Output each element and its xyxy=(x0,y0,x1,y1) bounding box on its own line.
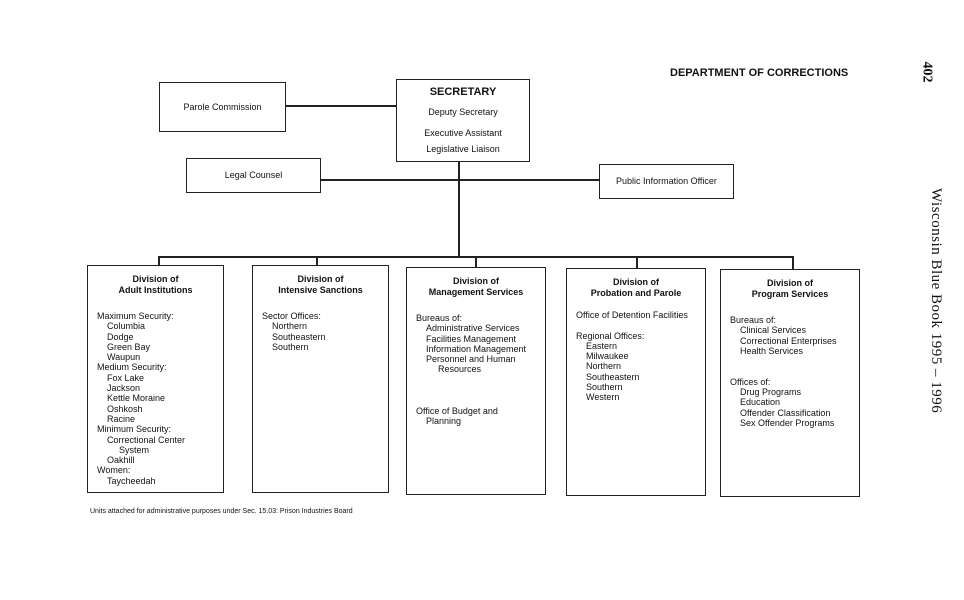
division-item: Taycheedah xyxy=(107,475,156,486)
division-item xyxy=(416,375,545,385)
division-item: Personnel and Human xyxy=(426,354,516,365)
division-item: Facilities Management xyxy=(426,333,517,344)
division-item: Waupun xyxy=(107,352,141,363)
division-item: Regional Offices: xyxy=(576,330,645,341)
legal-counsel-box: Legal Counsel xyxy=(186,158,321,193)
secretary-line: Executive Assistant xyxy=(424,127,502,138)
division-item: Correctional Center xyxy=(107,434,186,445)
division-title: Division of xyxy=(612,277,659,287)
division-title: Division of xyxy=(766,278,813,288)
division-item: Milwaukee xyxy=(586,351,629,362)
parole-connector xyxy=(285,105,397,107)
secretary-line: Deputy Secretary xyxy=(428,107,498,117)
division-adult-institutions: Division of Adult Institutions Maximum S… xyxy=(87,265,224,493)
division-title: Division of xyxy=(132,274,179,284)
division-item-list: Office of Detention Facilities Regional … xyxy=(576,310,705,403)
division-item: Kettle Moraine xyxy=(107,393,166,404)
division-item: Southern xyxy=(586,382,623,393)
drop-5 xyxy=(792,256,794,270)
secretary-title: SECRETARY xyxy=(429,86,497,98)
division-item: Sector Offices: xyxy=(262,311,321,321)
division-item: Oakhill xyxy=(107,455,135,466)
division-item: Southern xyxy=(272,341,309,352)
division-item: Southeastern xyxy=(586,371,640,382)
division-item: Correctional Enterprises xyxy=(740,335,837,346)
drop-1 xyxy=(158,256,160,266)
footnote: Units attached for administrative purpos… xyxy=(90,508,353,515)
division-item: Planning xyxy=(426,415,462,426)
division-item: Offices of: xyxy=(730,376,771,387)
division-item: Northern xyxy=(272,321,308,332)
division-item: Health Services xyxy=(740,345,804,356)
division-item: Dodge xyxy=(107,331,134,342)
division-title: Management Services xyxy=(428,287,524,297)
division-item: Office of Detention Facilities xyxy=(576,310,688,320)
division-item: Northern xyxy=(586,361,622,372)
division-item: Clinical Services xyxy=(740,325,807,336)
division-title: Probation and Parole xyxy=(590,288,682,298)
division-item: Columbia xyxy=(107,321,146,332)
division-item: Bureaus of: xyxy=(730,315,777,325)
parole-commission-label: Parole Commission xyxy=(183,101,262,112)
division-title: Adult Institutions xyxy=(118,285,193,295)
division-item: Fox Lake xyxy=(107,372,145,383)
division-item: Western xyxy=(586,392,620,403)
division-item: Sex Offender Programs xyxy=(740,417,835,428)
division-title: Division of xyxy=(297,274,344,284)
division-item: Medium Security: xyxy=(97,362,167,373)
division-item: System xyxy=(119,444,150,455)
division-title: Program Services xyxy=(751,289,829,299)
page-number: 402 xyxy=(919,61,935,83)
division-item: Southeastern xyxy=(272,331,326,342)
legal-counsel-label: Legal Counsel xyxy=(224,170,283,181)
staff-connector xyxy=(320,179,600,181)
secretary-trunk xyxy=(458,161,460,257)
division-item xyxy=(416,395,545,405)
division-item: Administrative Services xyxy=(426,323,520,334)
secretary-line: Legislative Liaison xyxy=(426,144,500,154)
public-information-box: Public Information Officer xyxy=(599,164,734,199)
division-title: Division of xyxy=(452,276,499,286)
division-probation-parole: Division of Probation and Parole Office … xyxy=(566,268,706,496)
division-item: Minimum Security: xyxy=(97,424,172,435)
division-item: Eastern xyxy=(586,340,618,351)
division-item: Information Management xyxy=(426,343,527,354)
division-item: Racine xyxy=(107,413,136,424)
division-management-services: Division of Management Services Bureaus … xyxy=(406,267,546,495)
division-item: Maximum Security: xyxy=(97,311,174,321)
drop-4 xyxy=(636,256,638,268)
division-item: Green Bay xyxy=(107,341,151,352)
division-item: Offender Classification xyxy=(740,407,831,418)
department-title: DEPARTMENT OF CORRECTIONS xyxy=(670,67,849,79)
division-item: Women: xyxy=(97,465,131,476)
division-program-services: Division of Program Services Bureaus of:… xyxy=(720,269,860,497)
drop-2 xyxy=(316,256,318,266)
parole-commission-box: Parole Commission xyxy=(159,82,286,132)
division-title: Intensive Sanctions xyxy=(278,285,363,295)
division-item xyxy=(576,320,705,330)
division-item: Office of Budget and xyxy=(416,405,498,416)
division-item: Bureaus of: xyxy=(416,313,463,323)
division-item: Resources xyxy=(438,364,482,375)
division-intensive-sanctions: Division of Intensive Sanctions Sector O… xyxy=(252,265,389,493)
division-item: Oshkosh xyxy=(107,403,143,414)
division-item: Jackson xyxy=(107,383,141,394)
book-title: Wisconsin Blue Book 1995 – 1996 xyxy=(928,188,944,414)
secretary-box: SECRETARY Deputy Secretary Executive Ass… xyxy=(396,79,530,162)
division-item: Education xyxy=(740,397,781,408)
public-information-label: Public Information Officer xyxy=(616,176,717,187)
drop-3 xyxy=(475,256,477,268)
division-item xyxy=(730,356,859,366)
division-item xyxy=(730,366,859,376)
division-item: Drug Programs xyxy=(740,387,802,398)
division-item xyxy=(416,385,545,395)
